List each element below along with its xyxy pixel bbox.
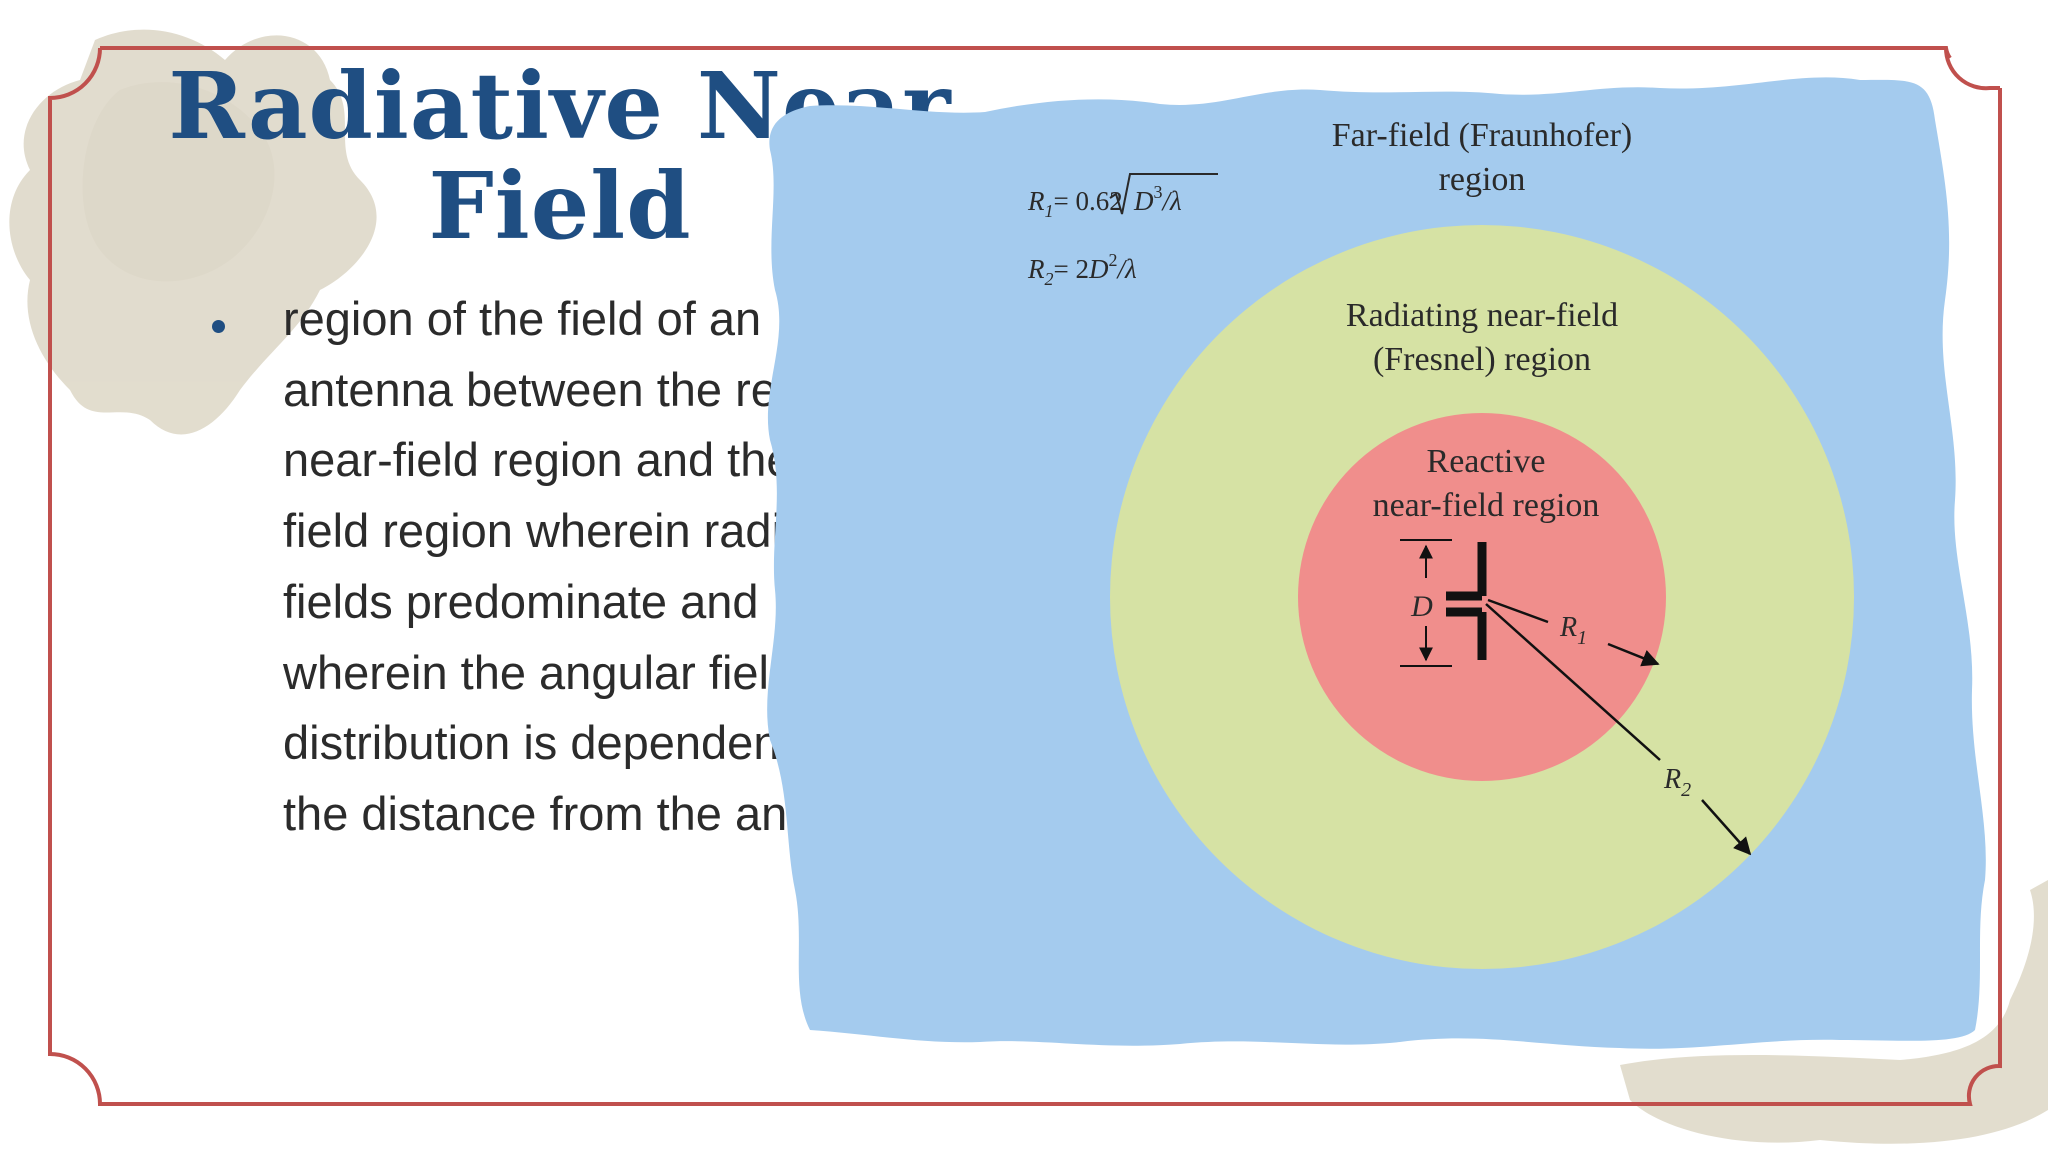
r2-arrow-tail [1701, 799, 1752, 856]
title-line-2: Field [428, 152, 692, 260]
radiating-near-field-label: Radiating near-field (Fresnel) region [1346, 297, 1618, 378]
far-field-label-line-1: Far-field (Fraunhofer) [1332, 117, 1632, 154]
reactive-near-field-label: Reactive near-field region [1373, 443, 1600, 524]
reactive-label-line-1: Reactive [1427, 443, 1546, 480]
formula-r2: R2= 2D2/λ [1027, 250, 1137, 289]
r1-label: R1 [1559, 612, 1587, 649]
svg-text:D3/λ: D3/λ [1133, 182, 1182, 216]
slide-title: Radiative Near Field [160, 56, 960, 256]
svg-text:R1= 0.62: R1= 0.62 [1027, 186, 1123, 221]
paper-stain-top-left [9, 29, 377, 435]
far-field-label-line-2: region [1439, 161, 1526, 198]
antenna-icon [1446, 542, 1487, 660]
dimension-d-label: D [1410, 590, 1433, 623]
reactive-label-line-2: near-field region [1373, 487, 1600, 524]
far-field-label: Far-field (Fraunhofer) region [1332, 117, 1632, 198]
r2-arrow [1485, 603, 1661, 761]
r1-arrow [1487, 598, 1549, 624]
formula-r1: R1= 0.62 D3/λ [1027, 173, 1218, 221]
svg-text:R2= 2D2/λ: R2= 2D2/λ [1027, 250, 1137, 289]
bullet-dot-icon [212, 320, 225, 333]
antenna-dimension-marker [1400, 539, 1452, 667]
r1-arrow-tail [1607, 642, 1660, 667]
radius-arrows [1485, 598, 1752, 856]
paper-stain-bottom-right [1620, 880, 2048, 1144]
r2-label: R2 [1663, 764, 1691, 801]
radiating-label-line-1: Radiating near-field [1346, 297, 1618, 334]
radiating-label-line-2: (Fresnel) region [1373, 341, 1591, 378]
